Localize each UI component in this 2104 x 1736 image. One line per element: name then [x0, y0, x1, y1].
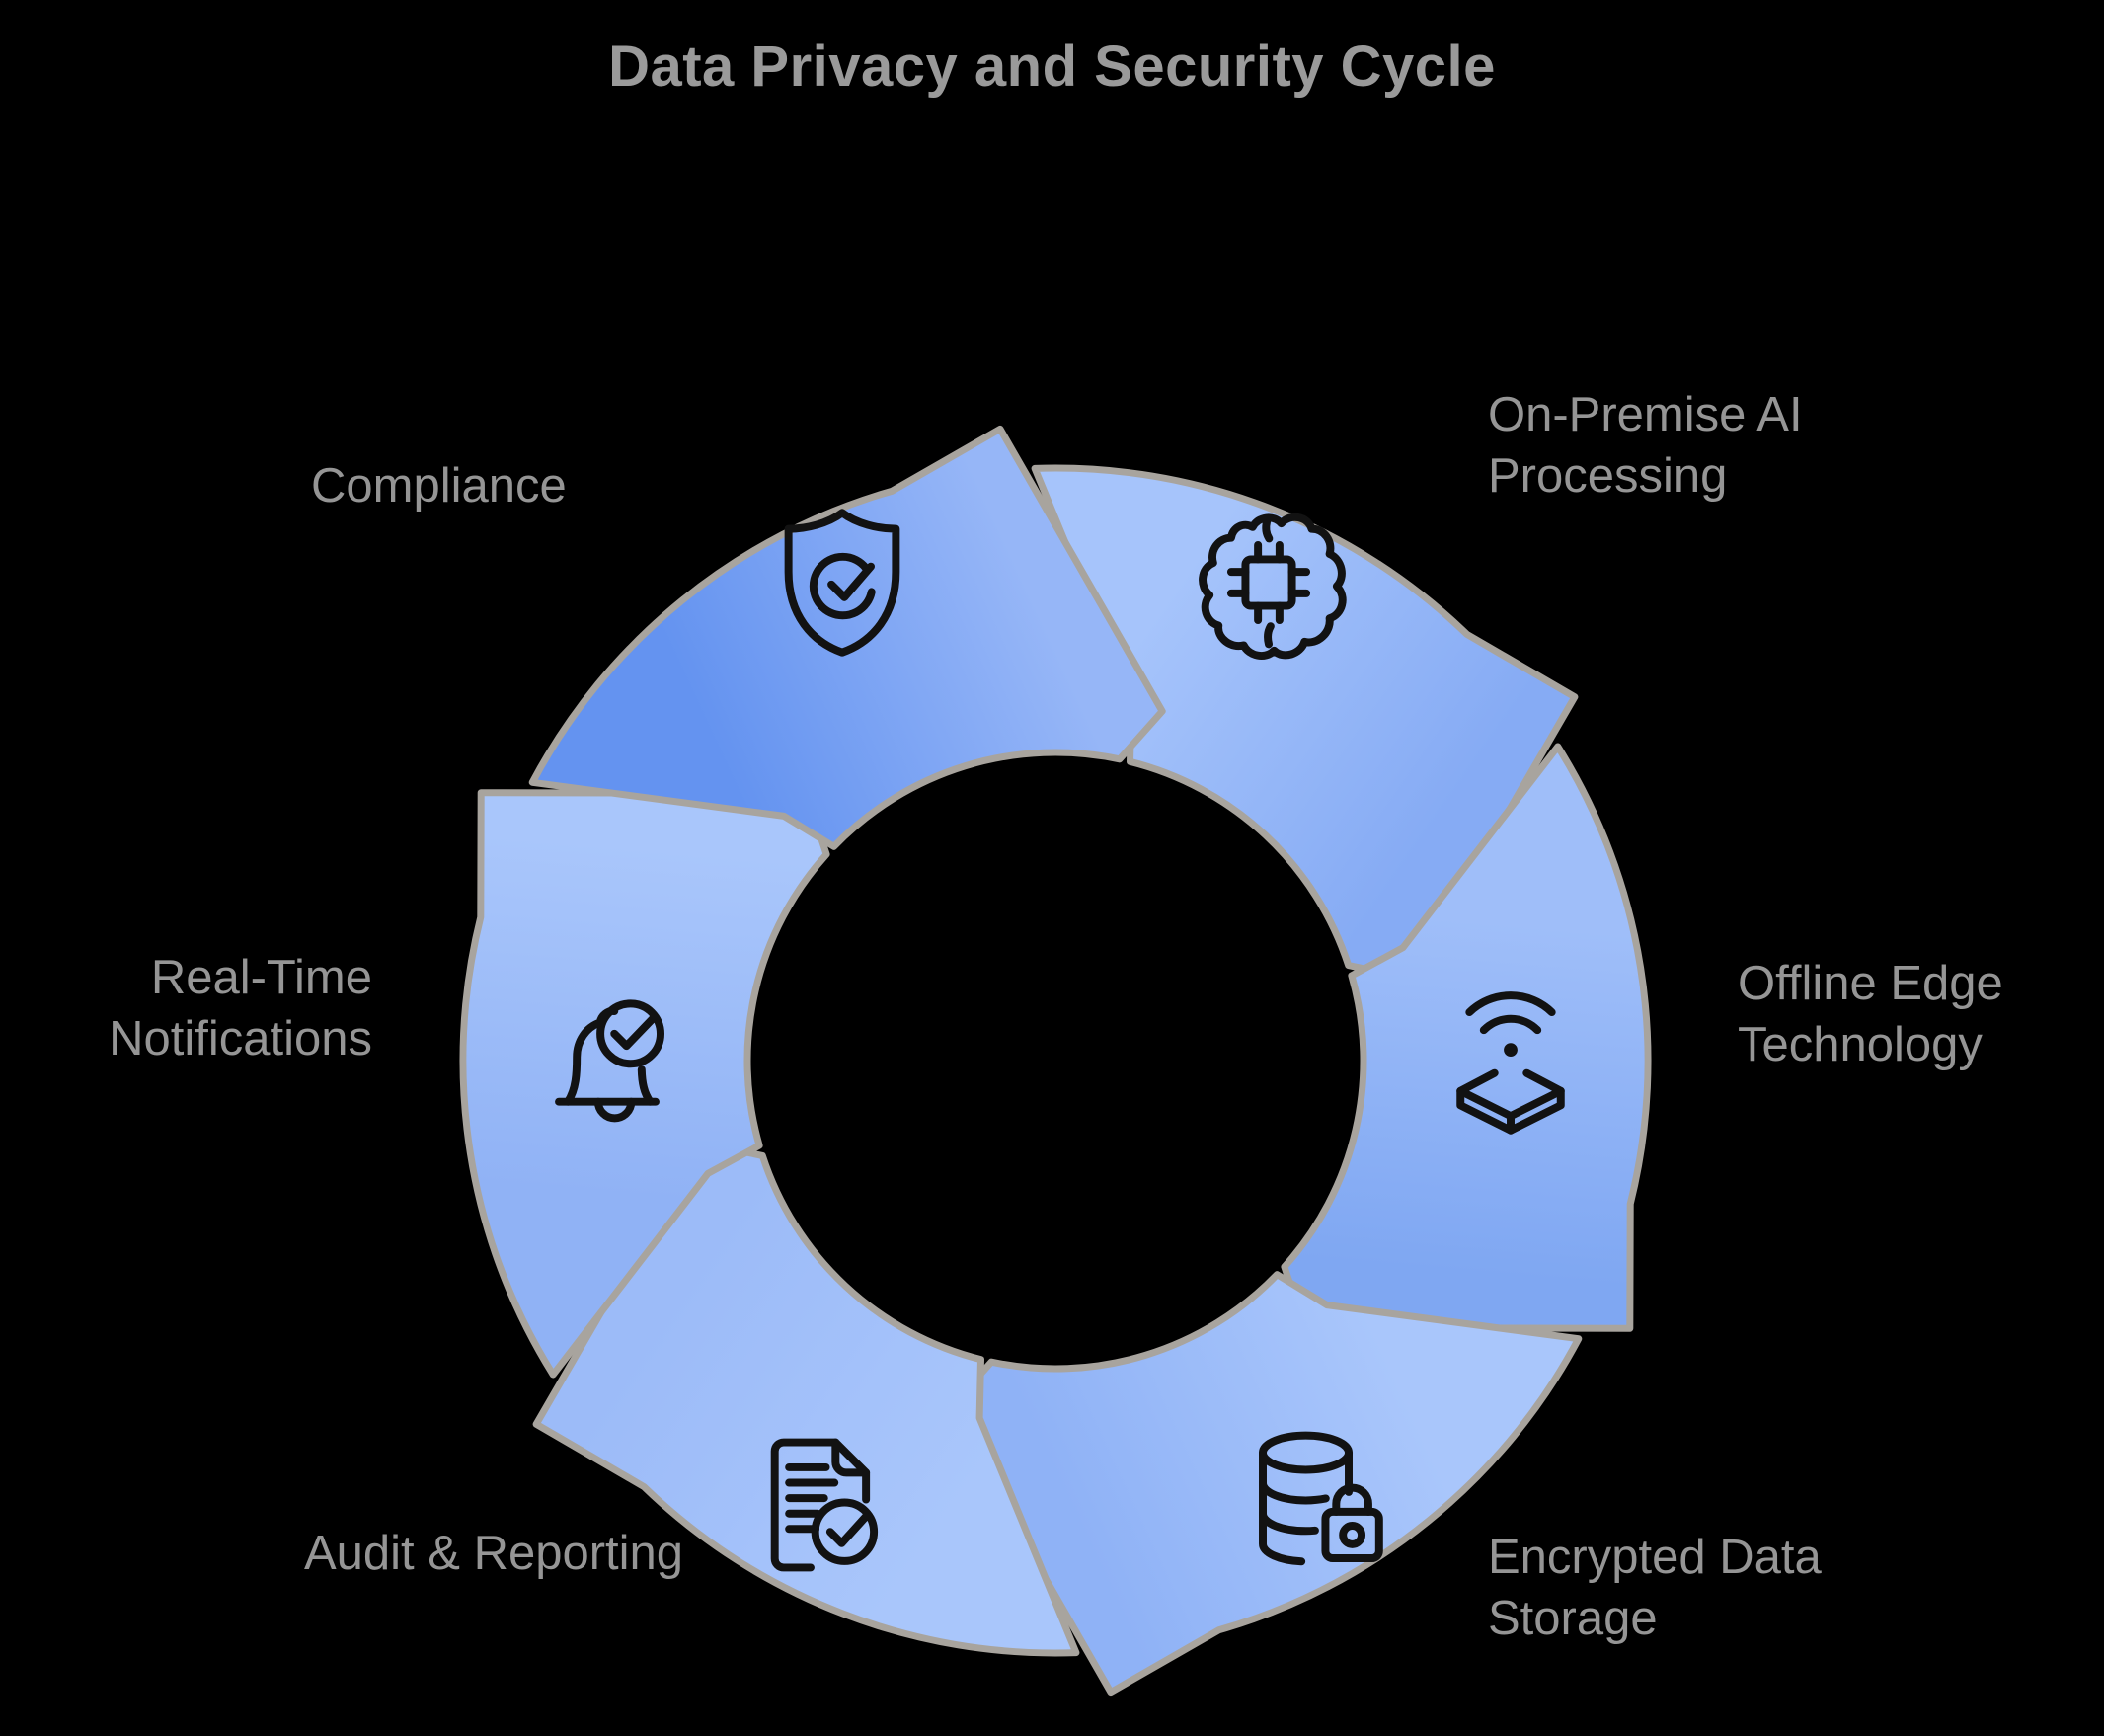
- label-offline-edge-technology: Offline Edge Technology: [1738, 957, 2003, 1071]
- label-on-premise-ai-processing: On-Premise AI Processing: [1488, 388, 1803, 503]
- database-lock-icon: [1234, 1415, 1406, 1587]
- page-title: Data Privacy and Security Cycle: [608, 35, 1496, 99]
- brain-chip-icon: [1183, 497, 1355, 669]
- shield-check-icon: [756, 497, 928, 669]
- label-encrypted-data-storage: Encrypted Data Storage: [1488, 1531, 1822, 1645]
- document-check-icon: [734, 1419, 905, 1591]
- edge-device-wifi-icon: [1425, 975, 1597, 1146]
- label-audit-reporting: Audit & Reporting: [303, 1527, 684, 1580]
- label-real-time-notifications: Real-Time Notifications: [109, 951, 372, 1065]
- label-compliance: Compliance: [311, 459, 567, 513]
- cycle-arrow-compliance: [528, 425, 1166, 850]
- bell-check-icon: [521, 975, 693, 1146]
